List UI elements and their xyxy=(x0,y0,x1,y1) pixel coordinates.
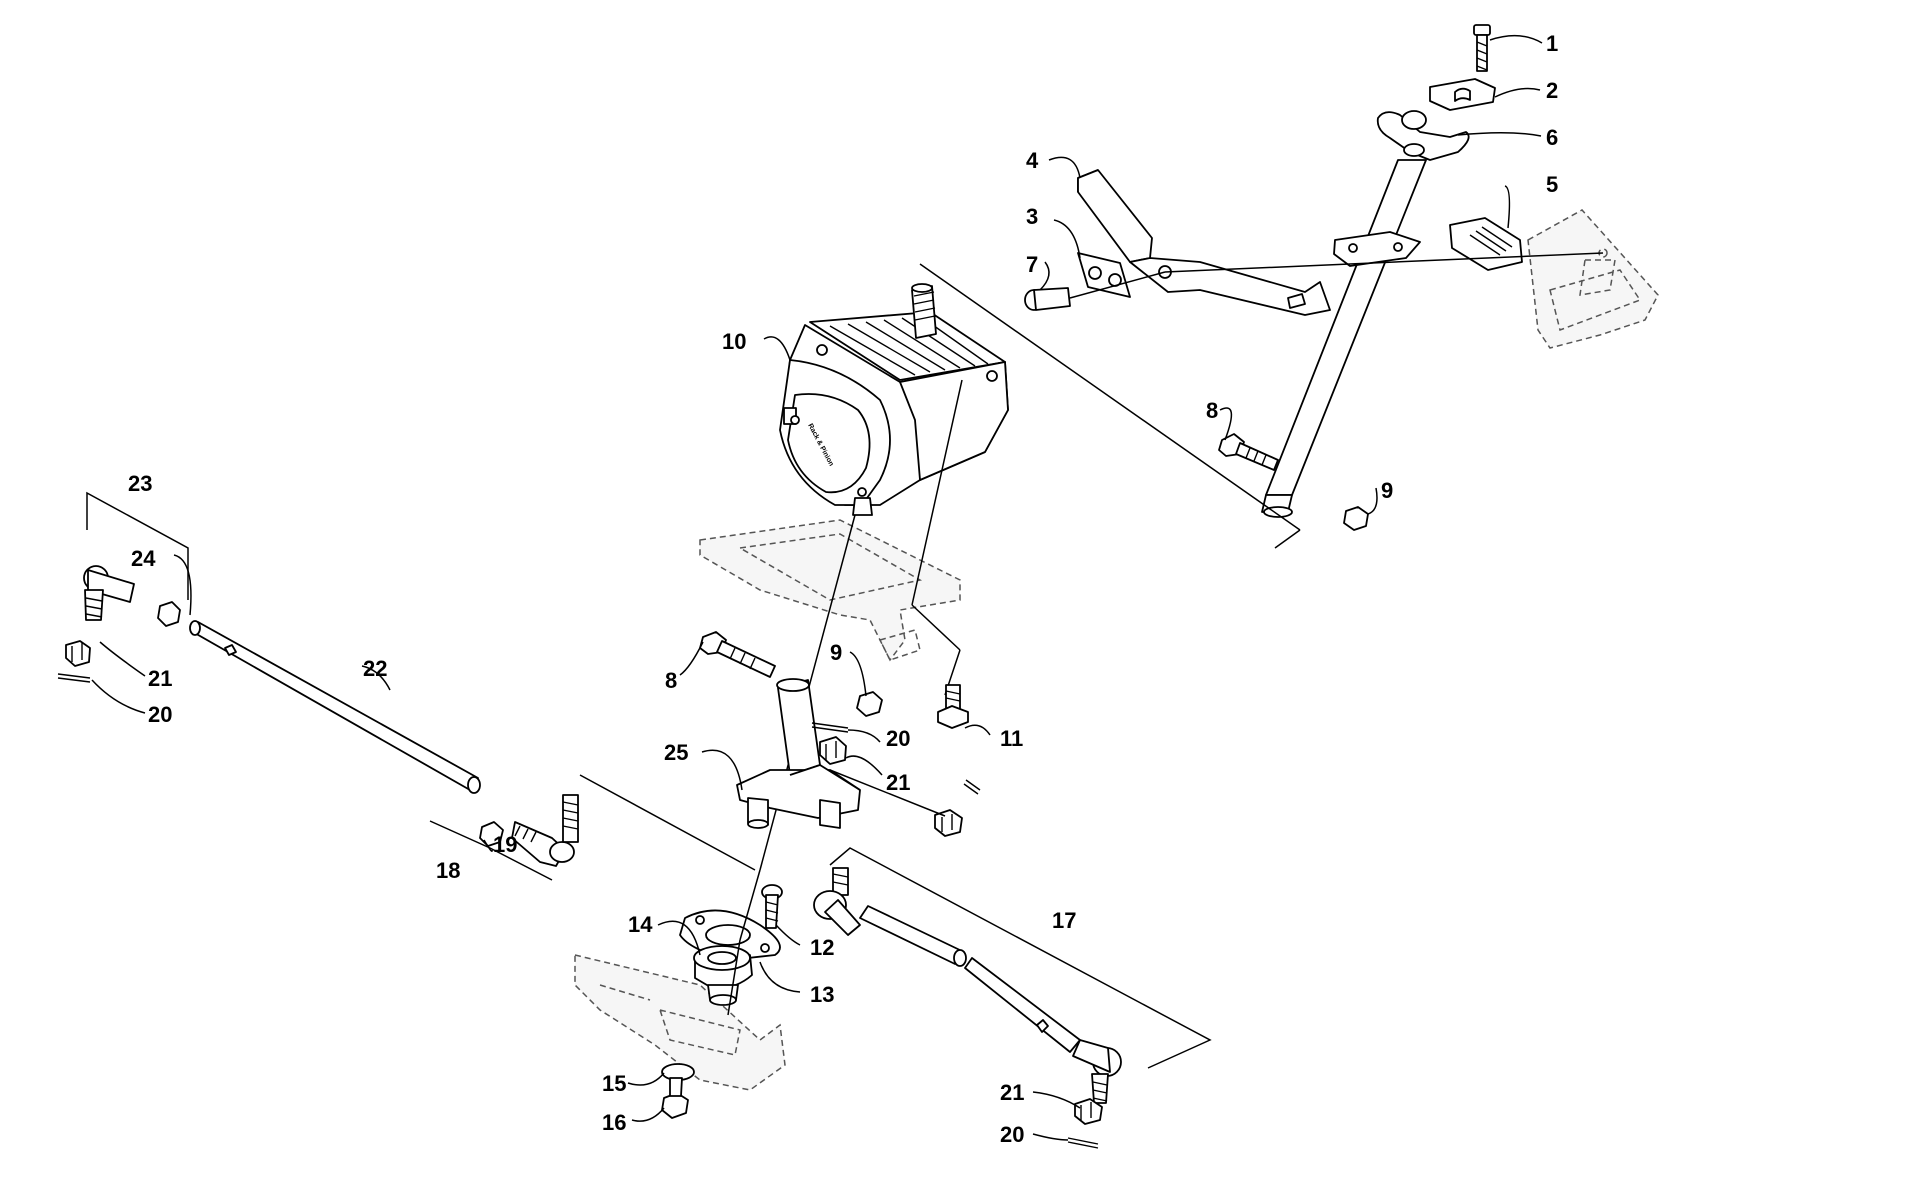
part-9-nut-lower xyxy=(856,691,883,717)
callout-21-left: 21 xyxy=(148,666,172,691)
callout-8-lower: 8 xyxy=(665,668,677,693)
callout-1: 1 xyxy=(1546,31,1558,56)
callout-25: 25 xyxy=(664,740,688,765)
part-3-shim-plate xyxy=(1077,252,1131,298)
callout-9-upper: 9 xyxy=(1381,478,1393,503)
callout-19: 19 xyxy=(493,832,517,857)
part-9-nut-upper xyxy=(1343,506,1369,531)
part-21-castle-nut-left xyxy=(65,640,91,667)
part-18-inner-tie-rod-end xyxy=(479,794,579,867)
part-21-castle-nut-right xyxy=(934,809,963,837)
part-24-jam-nut xyxy=(157,601,181,627)
callout-20-middle: 20 xyxy=(886,726,910,751)
callout-17: 17 xyxy=(1052,908,1076,933)
callout-6: 6 xyxy=(1546,125,1558,150)
callout-21-middle: 21 xyxy=(886,770,910,795)
callout-9-lower: 9 xyxy=(830,640,842,665)
callout-leaders xyxy=(91,34,1543,1141)
gearbox-mount-plate xyxy=(699,519,961,662)
callout-7: 7 xyxy=(1026,252,1038,277)
callout-16: 16 xyxy=(602,1110,626,1135)
callout-8-upper: 8 xyxy=(1206,398,1218,423)
part-5-bushing-block xyxy=(1449,217,1523,271)
part-20-cotter-pin-left xyxy=(57,673,91,683)
callout-18: 18 xyxy=(436,858,460,883)
part-6-post-bracket xyxy=(1376,110,1470,161)
callout-24: 24 xyxy=(131,546,156,571)
callout-15: 15 xyxy=(602,1071,626,1096)
right-tie-rod xyxy=(813,847,1212,1104)
part-20-cotter-pin-bottom xyxy=(1067,1137,1099,1149)
callout-12: 12 xyxy=(810,935,834,960)
part-8-bolt-upper xyxy=(1218,433,1279,471)
callout-21-bottom: 21 xyxy=(1000,1080,1024,1105)
callout-13: 13 xyxy=(810,982,834,1007)
part-11-flange-bolt xyxy=(937,684,969,729)
left-tie-rod xyxy=(57,491,756,881)
part-23-outer-tie-rod-end xyxy=(83,565,135,621)
callout-14: 14 xyxy=(628,912,653,937)
part-21-castle-nut-middle xyxy=(819,736,847,765)
part-16-flange-bolt xyxy=(661,1077,689,1119)
steering-post-shaft xyxy=(1261,159,1427,518)
callout-11: 11 xyxy=(1000,726,1023,751)
callout-3: 3 xyxy=(1026,204,1038,229)
callout-23: 23 xyxy=(128,471,152,496)
callout-labels: 1 2 6 4 5 3 7 10 8 9 23 24 22 21 20 8 9 … xyxy=(128,31,1558,1147)
callout-20-bottom: 20 xyxy=(1000,1122,1024,1147)
part-1-bolt xyxy=(1473,24,1491,72)
part-20-cotter-pin-right xyxy=(963,779,981,795)
part-2-clamp-block xyxy=(1429,78,1496,111)
part-4-support-bracket xyxy=(1077,169,1331,316)
callout-2: 2 xyxy=(1546,78,1558,103)
part-10-steering-gearbox: Rack & Pinion xyxy=(779,283,1009,516)
callout-22: 22 xyxy=(363,656,387,681)
callout-20-left: 20 xyxy=(148,702,172,727)
part-21-castle-nut-bottom xyxy=(1074,1098,1103,1125)
part-12-bolt xyxy=(761,884,783,929)
callout-5: 5 xyxy=(1546,172,1558,197)
steering-post-assembly xyxy=(919,24,1659,549)
callout-10: 10 xyxy=(722,329,746,354)
part-22-tie-rod xyxy=(189,620,481,794)
part-7-bolt xyxy=(1024,287,1071,311)
part-20-cotter-pin-middle xyxy=(811,722,849,733)
frame-mount-bracket xyxy=(1527,209,1659,349)
part-25-pitman-arm xyxy=(736,678,861,829)
lower-frame-bracket xyxy=(574,954,786,1091)
callout-4: 4 xyxy=(1026,148,1039,173)
part-8-bolt-lower xyxy=(699,631,776,678)
